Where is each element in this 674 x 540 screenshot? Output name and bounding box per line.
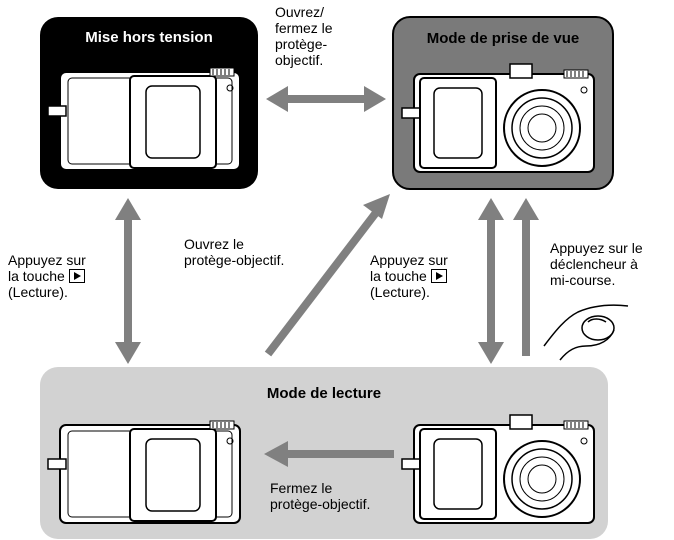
camera-closed-icon [47,420,241,524]
label-playback-right-text: Appuyez sur la touche [370,252,448,284]
state-title-power-off: Mise hors tension [85,29,213,46]
label-toggle-cover: Ouvrez/ fermez le protège- objectif. [275,4,333,68]
finger-press-icon [543,304,629,361]
label-playback-right: Appuyez sur la touche(Lecture). [370,252,448,300]
arrow-off-shoot [266,86,386,112]
label-half-press: Appuyez sur le déclencheur à mi-course. [550,240,643,288]
arrow-off-play [115,198,141,364]
state-title-playback-mode: Mode de lecture [266,385,382,402]
arrow-play-to-shoot [264,194,390,357]
label-playback-left: Appuyez sur la touche(Lecture). [8,252,86,300]
label-playback-right-end: (Lecture). [370,284,430,300]
arrow-close-cover [264,441,394,467]
camera-closed-icon [47,67,241,171]
arrow-shoot-play [478,198,504,364]
play-button-icon [430,269,447,283]
camera-open-icon [401,63,595,173]
label-open-cover: Ouvrez le protège-objectif. [184,236,285,268]
label-playback-left-end: (Lecture). [8,284,68,300]
label-playback-left-text: Appuyez sur la touche [8,252,86,284]
arrow-half-press-up [513,198,539,356]
state-title-shooting-mode: Mode de prise de vue [426,30,580,47]
play-button-icon [68,269,85,283]
label-close-cover: Fermez le protège-objectif. [270,480,371,512]
camera-open-icon [401,414,595,524]
